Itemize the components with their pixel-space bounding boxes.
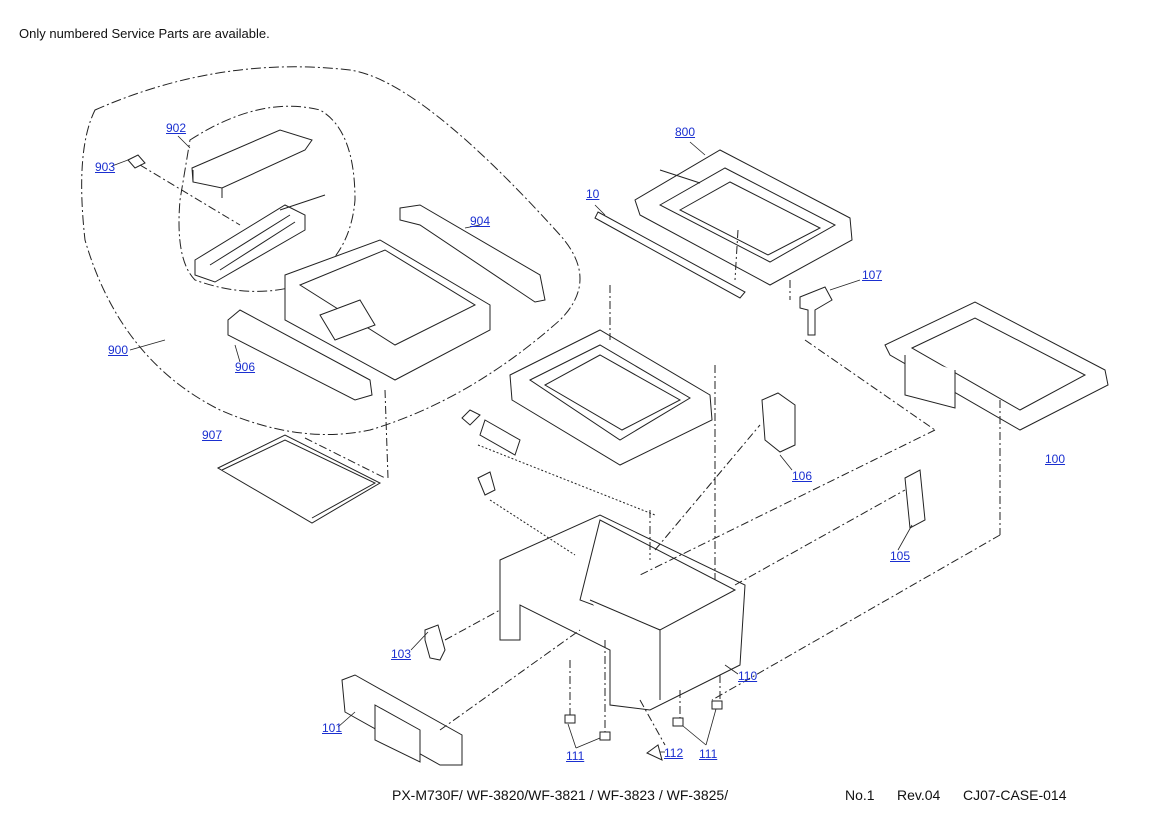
part-label-907[interactable]: 907 [202,428,223,442]
part-907-sheet [216,434,382,524]
part-label-105[interactable]: 105 [890,549,911,563]
part-label-112[interactable]: 112 [664,746,684,760]
part-904-cover [399,204,546,303]
footer-models: PX-M730F/ WF-3820/WF-3821 / WF-3823 / WF… [392,787,729,803]
part-10-strip [594,211,746,299]
part-110-base [499,514,746,711]
part-107-hinge [799,286,833,336]
part-103 [424,624,446,661]
part-label-111-right[interactable]: 111 [699,747,718,761]
part-label-800[interactable]: 800 [675,125,696,139]
part-label-100[interactable]: 100 [1045,452,1066,466]
part-label-903[interactable]: 903 [95,160,116,174]
part-adf-mechanism [194,194,326,283]
part-906-front-cover [227,309,373,401]
part-101-panel [341,674,463,766]
part-105 [904,469,926,529]
part-106 [761,392,796,453]
part-100-housing [884,301,1109,431]
part-gear-assembly [461,409,521,496]
part-label-111-left[interactable]: 111 [566,749,585,763]
availability-note: Only numbered Service Parts are availabl… [19,26,270,41]
part-label-906[interactable]: 906 [235,360,256,374]
part-label-107[interactable]: 107 [862,268,883,282]
part-label-101[interactable]: 101 [322,721,343,735]
part-label-904[interactable]: 904 [470,214,491,228]
group-902-outline [178,105,356,292]
part-label-902[interactable]: 902 [166,121,187,135]
part-112 [646,744,663,761]
part-label-110[interactable]: 110 [738,669,758,683]
part-printer-frame [509,329,713,466]
footer-code: CJ07-CASE-014 [963,787,1067,803]
part-label-900[interactable]: 900 [108,343,129,357]
part-label-106[interactable]: 106 [792,469,813,483]
part-paper-cassette [284,239,491,381]
part-label-10[interactable]: 10 [586,187,600,201]
part-902-cover [191,129,313,198]
group-900-outline [81,66,581,435]
footer-number: No.1 [845,787,875,803]
part-903 [127,154,146,169]
part-label-103[interactable]: 103 [391,647,412,661]
footer-revision: Rev.04 [897,787,941,803]
part-800-scanner [634,149,853,286]
